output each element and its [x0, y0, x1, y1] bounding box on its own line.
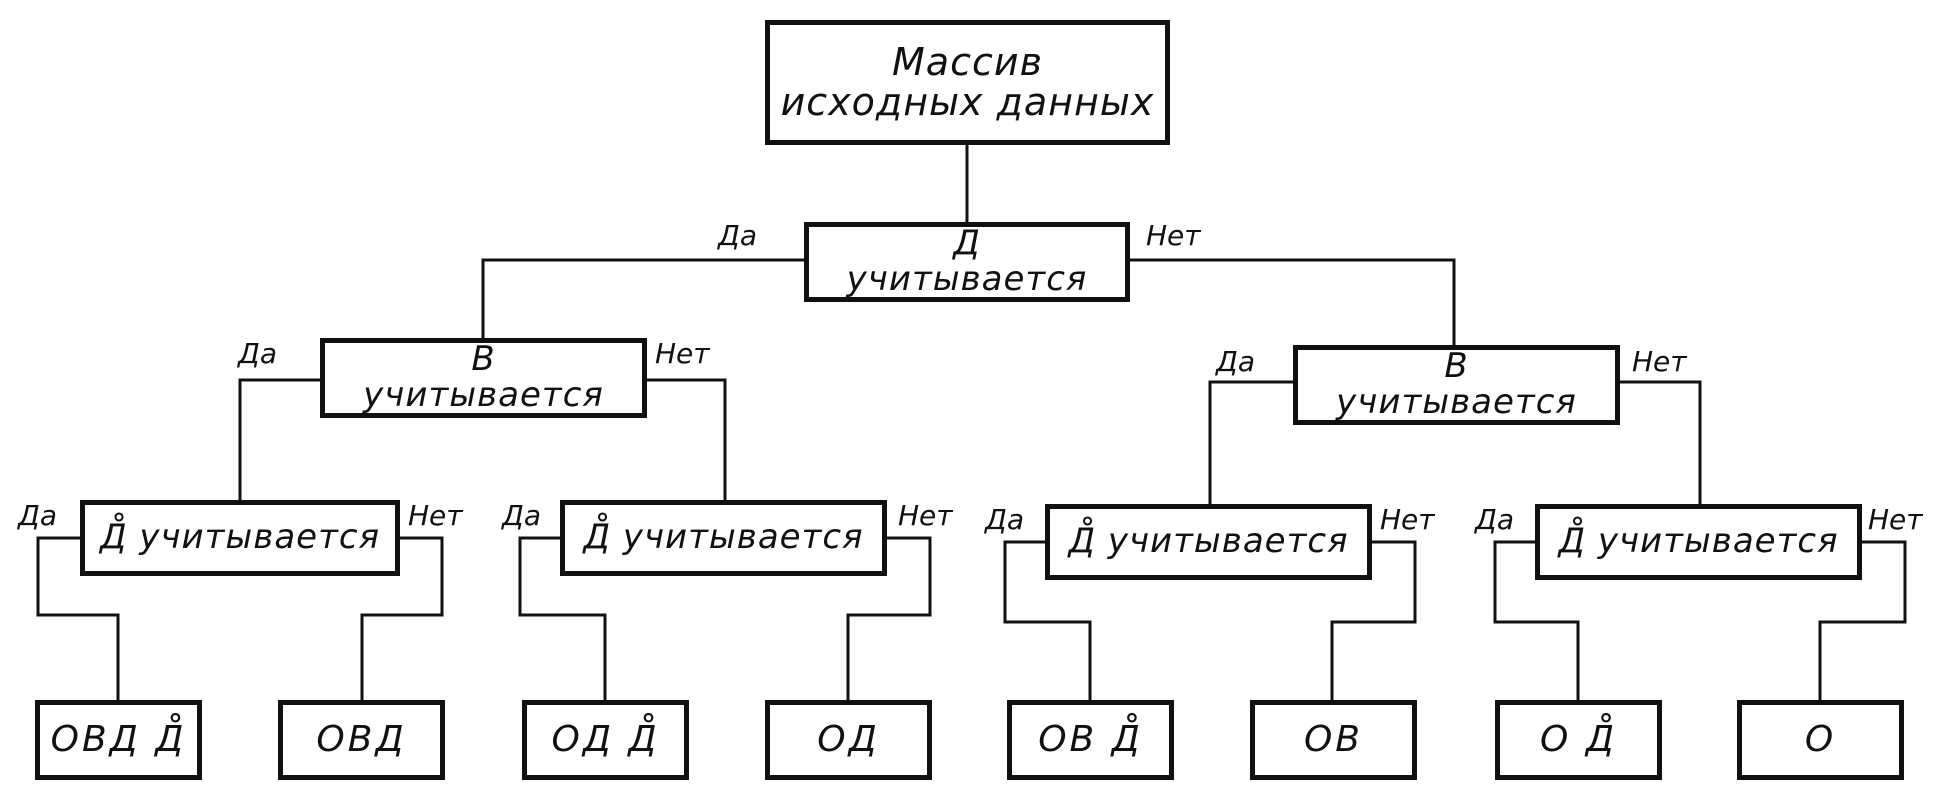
label-yes-level1: Да	[718, 219, 758, 252]
label-no-cond-1: Нет	[408, 499, 463, 532]
label-yes-level2-left: Да	[238, 337, 278, 370]
decision-d-considered: Д учитывается	[804, 222, 1130, 302]
leaf-od-d-ring: ОД Д̊	[522, 700, 689, 780]
label-no-level1: Нет	[1146, 219, 1201, 252]
label-yes-cond-1: Да	[18, 499, 58, 532]
leaf-o: О	[1737, 700, 1904, 780]
label-no-cond-3: Нет	[1380, 503, 1435, 536]
leaf-o-d-ring: О Д̊	[1495, 700, 1662, 780]
decision-d-ring-3-text: Д̊ учитывается	[1068, 521, 1349, 562]
decision-d-ring-4-text: Д̊ учитывается	[1558, 521, 1839, 562]
decision-d-ring-2-text: Д̊ учитывается	[583, 517, 864, 558]
decision-v-considered-left: В учитывается	[320, 338, 647, 418]
decision-d-ring-considered-4: Д̊ учитывается	[1535, 504, 1862, 580]
leaf-text: ОВ	[1303, 719, 1364, 761]
leaf-text: ОД	[817, 719, 880, 761]
decision-d-ring-1-text: Д̊ учитывается	[99, 517, 381, 558]
label-no-level2-left: Нет	[655, 337, 710, 370]
root-node-input-data: Массив исходных данных	[765, 20, 1170, 145]
leaf-ov-d-ring: ОВ Д̊	[1007, 700, 1174, 780]
leaf-text: О	[1804, 719, 1837, 761]
label-no-cond-4: Нет	[1868, 503, 1923, 536]
label-yes-level2-right: Да	[1216, 345, 1256, 378]
root-node-line1: Массив	[892, 39, 1043, 84]
decision-v-right-line1: В	[1444, 346, 1469, 387]
leaf-text: О Д̊	[1540, 719, 1617, 761]
decision-v-left-line1: В	[471, 339, 496, 380]
decision-v-left-line2: учитывается	[363, 375, 604, 415]
label-no-level2-right: Нет	[1632, 345, 1687, 378]
decision-d-ring-considered-3: Д̊ учитывается	[1045, 504, 1372, 580]
decision-d-line1: Д	[953, 223, 981, 264]
leaf-text: ОВД Д̊	[50, 719, 187, 761]
decision-d-ring-considered-2: Д̊ учитывается	[560, 500, 887, 576]
leaf-ov: ОВ	[1250, 700, 1417, 780]
label-yes-cond-2: Да	[502, 499, 542, 532]
leaf-od: ОД	[765, 700, 932, 780]
leaf-text: ОВ Д̊	[1038, 719, 1143, 761]
decision-d-line2: учитывается	[846, 259, 1088, 299]
leaf-text: ОД Д̊	[551, 719, 660, 761]
decision-d-ring-considered-1: Д̊ учитывается	[80, 500, 400, 576]
decision-v-right-line2: учитывается	[1336, 382, 1577, 422]
label-yes-cond-4: Да	[1475, 503, 1515, 536]
label-no-cond-2: Нет	[898, 499, 953, 532]
decision-v-considered-right: В учитывается	[1293, 345, 1620, 425]
leaf-ovd-d-ring: ОВД Д̊	[35, 700, 202, 780]
leaf-text: ОВД	[316, 719, 407, 761]
root-node-line2: исходных данных	[780, 79, 1155, 124]
leaf-ovd: ОВД	[278, 700, 445, 780]
label-yes-cond-3: Да	[985, 503, 1025, 536]
